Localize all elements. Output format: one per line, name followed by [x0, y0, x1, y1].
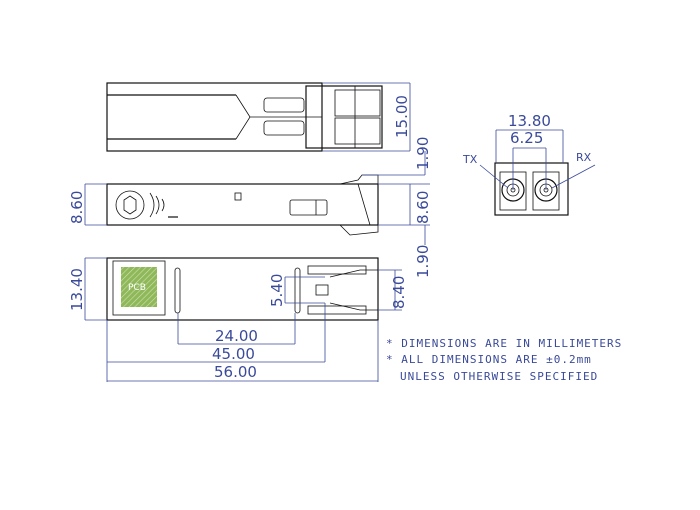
dim-45-00: 45.00: [212, 345, 255, 363]
bottom-view: PCB: [106, 257, 379, 321]
note-2: * ALL DIMENSIONS ARE ±0.2mm: [386, 353, 592, 366]
dim-8-60-left: 8.60: [68, 191, 86, 224]
side-view: [106, 174, 379, 236]
front-view: TX RX 13.80 6.25: [462, 112, 596, 216]
notes: * DIMENSIONS ARE IN MILLIMETERS * ALL DI…: [386, 337, 622, 383]
dim-15-00: 15.00: [393, 95, 411, 138]
dim-56-00: 56.00: [214, 363, 257, 381]
dim-5-40: 5.40: [268, 274, 286, 307]
note-1: * DIMENSIONS ARE IN MILLIMETERS: [386, 337, 622, 350]
dim-8-60-right: 8.60: [414, 191, 432, 224]
dim-13-80: 13.80: [508, 112, 551, 130]
dimension-lines: 15.00 1.90 8.60 8.60 1.90 13.40 8.40 5.4…: [68, 82, 432, 382]
dim-8-40: 8.40: [390, 276, 408, 309]
pcb-label: PCB: [128, 283, 146, 293]
pcb-area: [121, 267, 157, 307]
top-view: [106, 82, 383, 152]
dim-1-90-bottom: 1.90: [414, 245, 432, 278]
note-3: UNLESS OTHERWISE SPECIFIED: [400, 370, 598, 383]
rx-label: RX: [576, 151, 592, 164]
dim-6-25: 6.25: [510, 129, 543, 147]
dim-24-00: 24.00: [215, 327, 258, 345]
dim-1-90-top: 1.90: [414, 137, 432, 170]
tx-label: TX: [462, 153, 478, 166]
dim-13-40: 13.40: [68, 268, 86, 311]
